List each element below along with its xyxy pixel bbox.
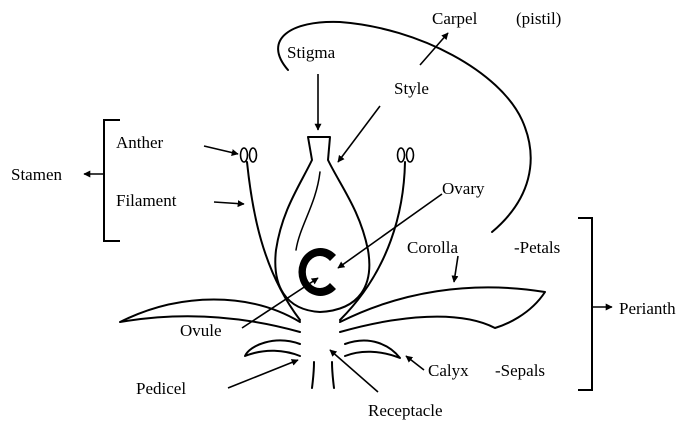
sepals-label: -Sepals xyxy=(495,362,545,379)
stamen-label: Stamen xyxy=(11,166,62,183)
perianth-label: Perianth xyxy=(619,300,676,317)
carpel-label: Carpel xyxy=(432,10,477,27)
filament-arrow xyxy=(214,202,244,204)
right-filament xyxy=(340,162,405,320)
pistil-label: (pistil) xyxy=(516,10,561,27)
left-filament xyxy=(247,162,300,320)
ovule-label: Ovule xyxy=(180,322,222,339)
pedicel-left-edge xyxy=(312,362,314,388)
corolla-label: Corolla xyxy=(407,239,458,256)
pedicel-arrow xyxy=(228,360,298,388)
pedicel-label: Pedicel xyxy=(136,380,186,397)
left-anther-lobe-2 xyxy=(250,148,257,162)
calyx-label: Calyx xyxy=(428,362,469,379)
calyx-arrow xyxy=(406,356,424,370)
right-petal xyxy=(340,287,545,332)
anther-label: Anther xyxy=(116,134,163,151)
anther-arrow xyxy=(204,146,238,154)
right-sepal xyxy=(345,341,400,358)
ovary-label: Ovary xyxy=(442,180,484,197)
left-sepal xyxy=(245,341,300,356)
pedicel-right-edge xyxy=(332,362,334,388)
perianth-bracket xyxy=(578,218,592,390)
filament-label: Filament xyxy=(116,192,176,209)
receptacle-label: Receptacle xyxy=(368,402,443,419)
ovule-shape xyxy=(298,248,336,296)
pistil-outline xyxy=(275,137,369,312)
style-arrow xyxy=(338,106,380,162)
right-anther-lobe-2 xyxy=(407,148,414,162)
left-anther-lobe-1 xyxy=(241,148,248,162)
receptacle-arrow xyxy=(330,350,378,392)
corolla-arrow xyxy=(454,256,458,282)
stigma-label: Stigma xyxy=(287,44,335,61)
right-anther-lobe-1 xyxy=(398,148,405,162)
carpel-arrow xyxy=(420,33,448,65)
petals-label: -Petals xyxy=(514,239,560,256)
style-label: Style xyxy=(394,80,429,97)
